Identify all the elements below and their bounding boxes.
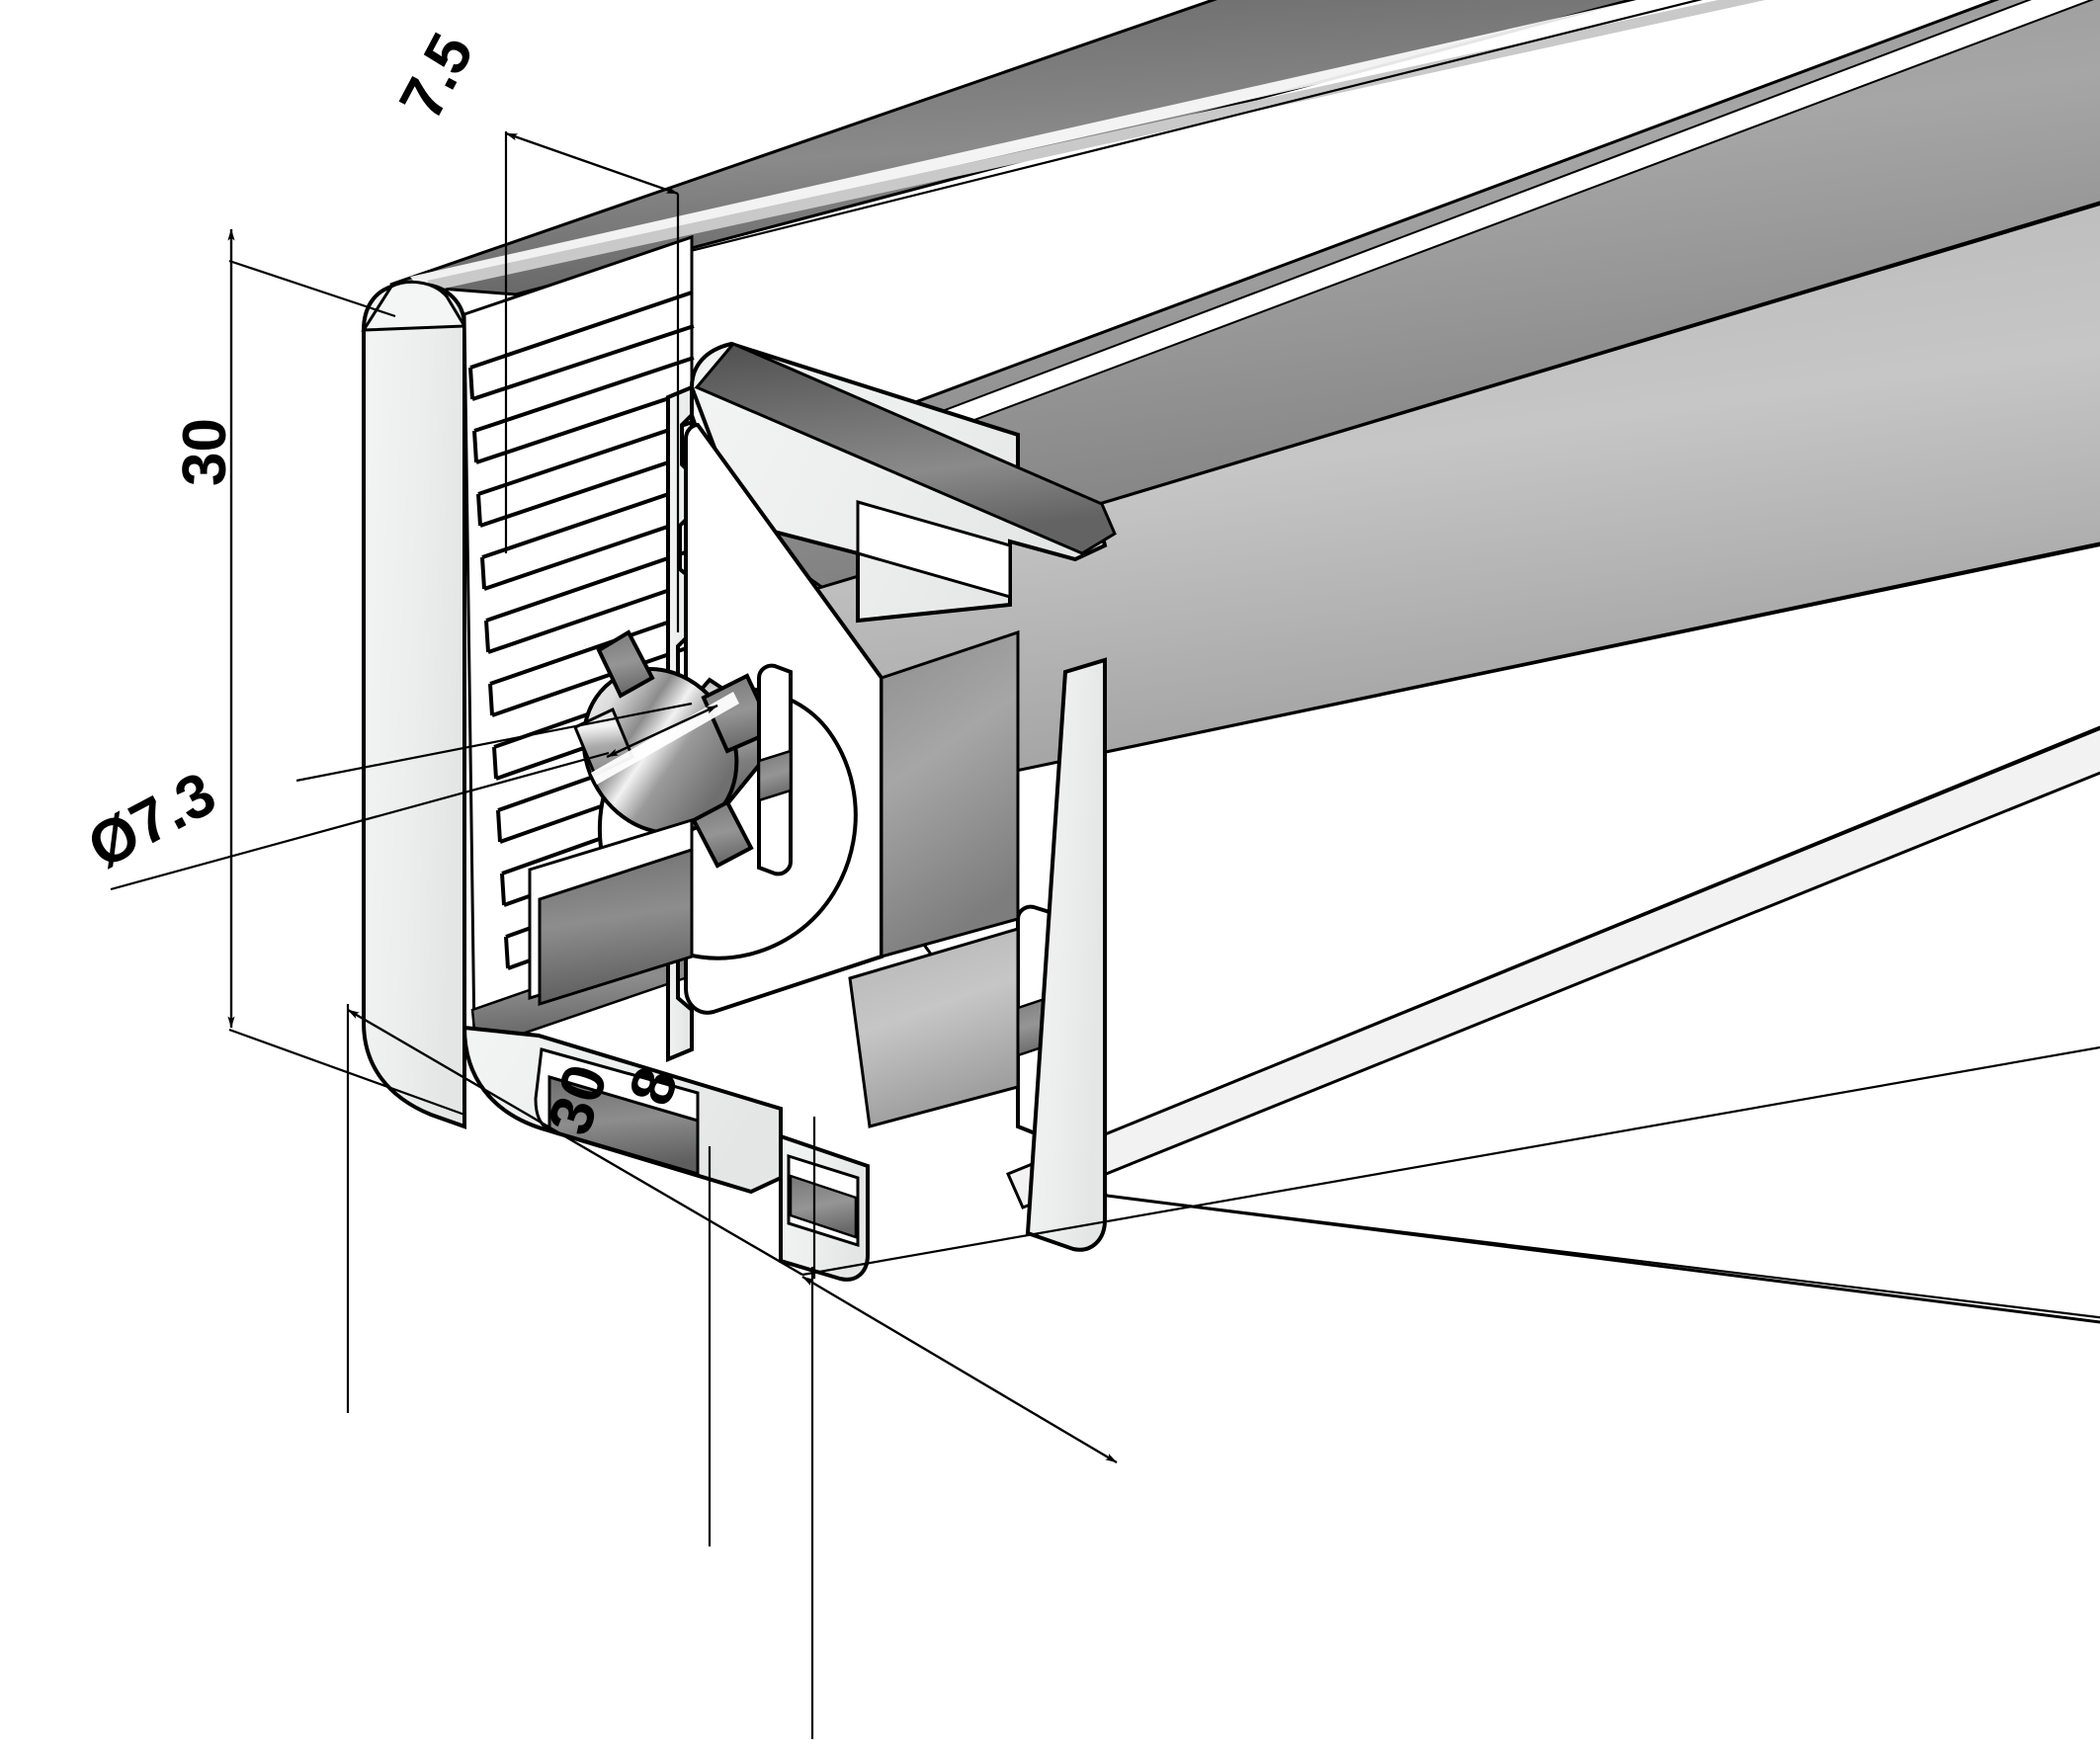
upper-flange-secondary-highlight — [427, 0, 1766, 291]
lower-channel-shadow — [538, 847, 694, 1007]
core-fin-bottom — [691, 799, 754, 869]
left-flange-top-cap — [361, 280, 467, 332]
left-flange-outer-wall — [362, 282, 466, 1129]
dimension-height-30: 30 — [171, 228, 465, 1117]
bottom-pocket-shadow — [547, 1074, 700, 1177]
dim-line-depth-8 — [801, 1275, 1118, 1464]
profile-cross-section — [361, 234, 1117, 1282]
right-outer-wall — [1025, 657, 1107, 1252]
ext-line-height-top — [228, 259, 396, 318]
extrusion-body — [389, 0, 2100, 1324]
top-lip-dark-face — [694, 342, 1117, 555]
top-lip-recess — [856, 500, 1012, 599]
dim-line-bore — [606, 704, 718, 759]
core-fin-top — [596, 629, 655, 699]
dim-line-7-5 — [505, 131, 679, 196]
body-edge-lines — [515, 0, 2100, 1319]
right-slot-shadow — [757, 749, 793, 802]
right-inner-shadow-lower — [848, 926, 1020, 1128]
leader-line-bore-lower — [110, 751, 610, 891]
right-inner-shadow-upper — [880, 629, 1020, 958]
dim-line-width-30 — [347, 1008, 803, 1277]
dimension-label-height-30: 30 — [171, 418, 239, 486]
bottom-reference-line — [801, 1045, 2100, 1277]
bottom-right-foot-shadow — [789, 1174, 858, 1239]
dimension-label-7-5: 7.5 — [386, 23, 486, 130]
bottom-rail-face — [1006, 726, 2100, 1209]
